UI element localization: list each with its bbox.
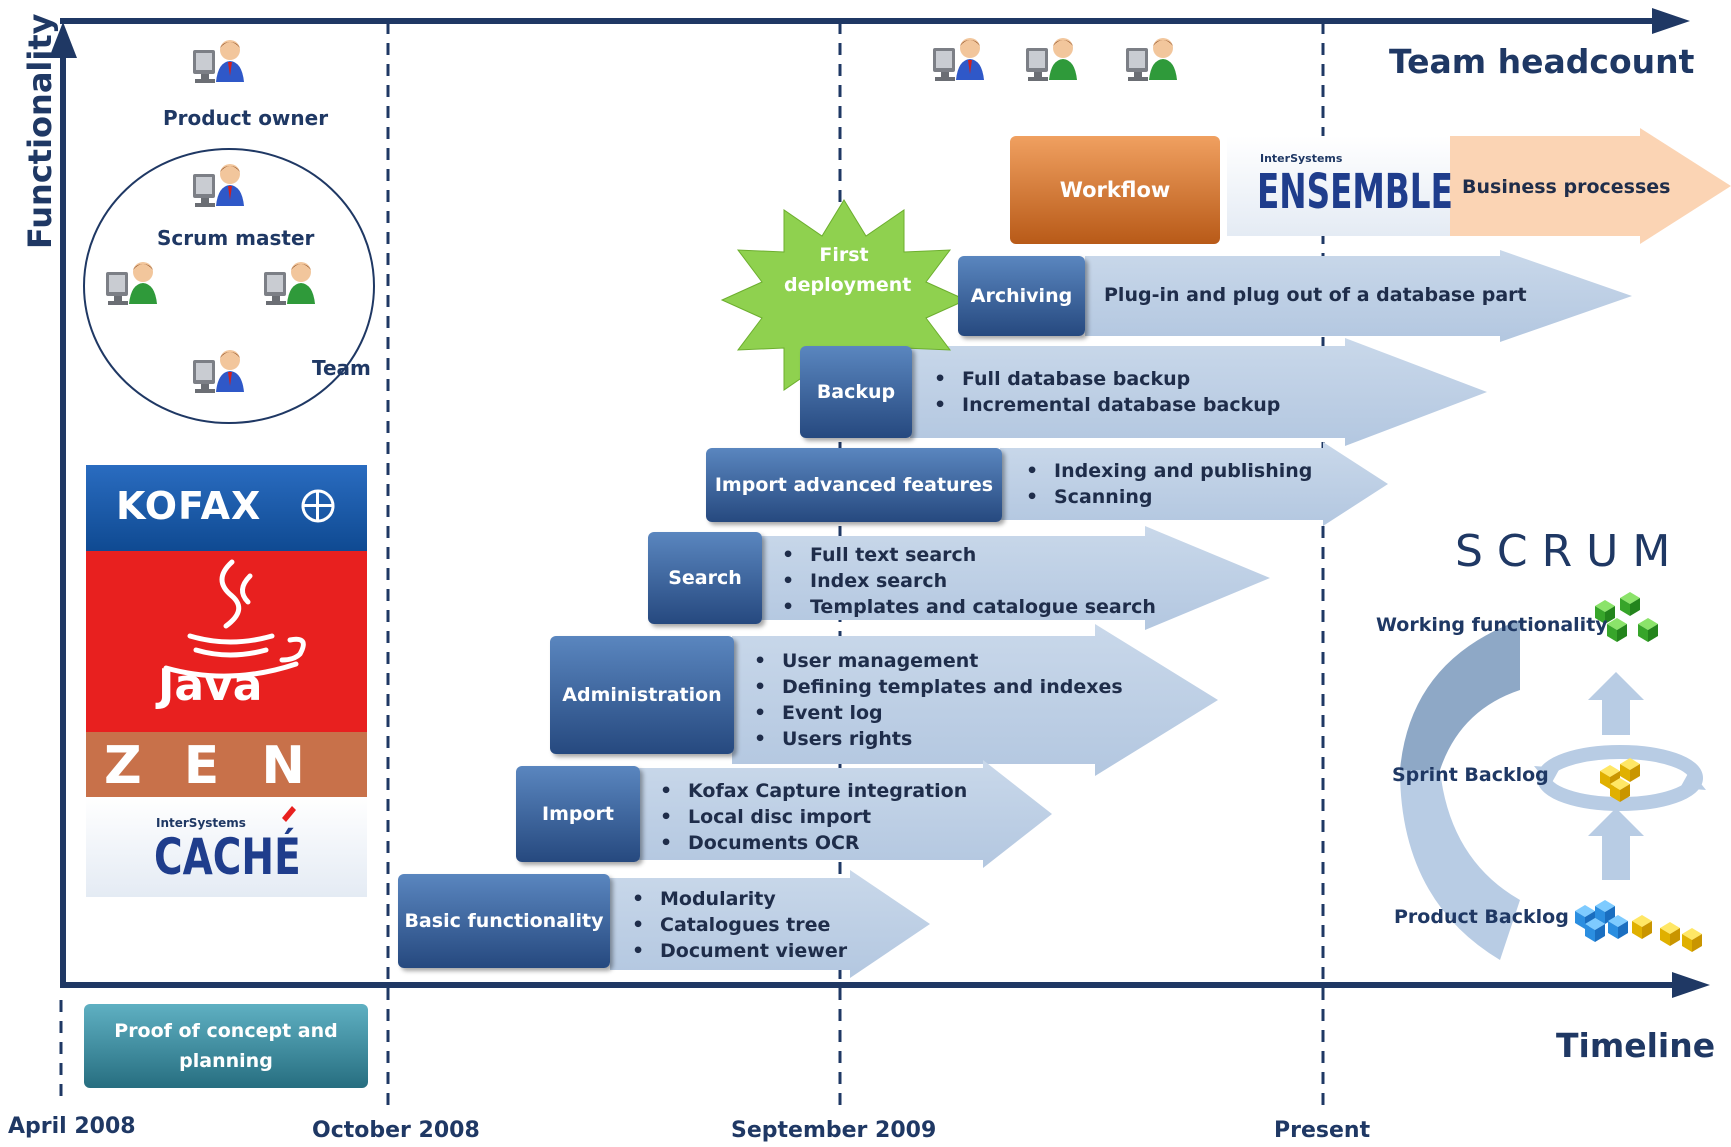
backup-box: Backup [800, 346, 912, 438]
administration-box: Administration [550, 636, 734, 754]
scrum-title: S C R U M [1455, 526, 1671, 577]
list-item: Templates and catalogue search [778, 594, 1156, 620]
cache-brand-text: InterSystems [156, 816, 246, 830]
kofax-globe-icon [301, 489, 335, 523]
cubes [1575, 592, 1702, 952]
ensemble-brand-text: InterSystems [1260, 152, 1343, 165]
java-logo-text: Java [158, 660, 263, 711]
list-item: Index search [778, 568, 1156, 594]
import-list: Kofax Capture integration Local disc imp… [656, 778, 967, 856]
team-member-icon [193, 350, 244, 393]
scrum-master-icon [193, 164, 244, 207]
list-item: Full text search [778, 542, 1156, 568]
scrum-product-label: Product Backlog [1394, 906, 1569, 928]
scrum-master-label: Scrum master [157, 226, 315, 250]
product-cube-icon [1632, 915, 1652, 939]
scrum-up-arrow-2 [1588, 808, 1644, 880]
ensemble-logo [1227, 136, 1450, 236]
list-item: Modularity [628, 886, 847, 912]
archiving-desc: Plug-in and plug out of a database part [1104, 284, 1527, 306]
list-item: Full database backup [930, 366, 1280, 392]
product-cube-icon [1660, 922, 1680, 946]
product-owner-label: Product owner [163, 106, 329, 130]
team-headcount-label: Team headcount [1389, 42, 1695, 81]
list-item: Incremental database backup [930, 392, 1280, 418]
kofax-logo-text: KOFAX [116, 484, 262, 528]
archiving-arrow [1085, 250, 1632, 342]
import-advanced-list: Indexing and publishing Scanning [1022, 458, 1312, 510]
proof-of-concept-label: Proof of concept and planning [114, 1020, 338, 1072]
cache-logo-text: CACHÉ [154, 828, 301, 886]
first-deployment-label: First deployment [784, 244, 912, 296]
team-member-icon [264, 262, 315, 305]
scrum-sprint-label: Sprint Backlog [1392, 764, 1549, 786]
import-advanced-box: Import advanced features [706, 448, 1002, 522]
workflow-box [1010, 136, 1220, 244]
basic-functionality-list: Modularity Catalogues tree Document view… [628, 886, 847, 964]
headcount-person-icon [933, 38, 984, 81]
scrum-up-arrow-1 [1588, 672, 1644, 735]
list-item: Documents OCR [656, 830, 967, 856]
zen-logo-text: Z E N [104, 736, 317, 796]
team-circle [83, 148, 375, 424]
headcount-person-icon [1126, 38, 1177, 81]
team-member-icon [106, 262, 157, 305]
java-cup-icon [163, 559, 306, 679]
import-box: Import [516, 766, 640, 862]
list-item: Indexing and publishing [1022, 458, 1312, 484]
timeline-markers [59, 22, 1325, 1105]
backup-list: Full database backup Incremental databas… [930, 366, 1280, 418]
x-axis-label: Timeline [1556, 1026, 1716, 1065]
date-april-2008: April 2008 [8, 1114, 136, 1139]
date-october-2008: October 2008 [312, 1118, 480, 1143]
y-axis-label: Functionality [21, 13, 59, 249]
scrum-down-arrow [1400, 770, 1520, 960]
list-item: Local disc import [656, 804, 967, 830]
axes [49, 8, 1710, 998]
product-owner-icon [193, 40, 244, 83]
list-item: Document viewer [628, 938, 847, 964]
headcount-person-icon [1026, 38, 1077, 81]
list-item: Catalogues tree [628, 912, 847, 938]
scrum-working-label: Working functionality [1376, 614, 1608, 636]
list-item: Scanning [1022, 484, 1312, 510]
list-item: Event log [750, 700, 1123, 726]
administration-list: User management Defining templates and i… [750, 648, 1123, 752]
proof-of-concept-box [84, 1004, 368, 1088]
workflow-desc: Business processes [1462, 176, 1671, 198]
workflow-arrow [1450, 128, 1731, 244]
kofax-logo [86, 465, 367, 551]
archiving-box: Archiving [958, 256, 1085, 336]
workflow-label: Workflow [1059, 178, 1171, 202]
tech-stack [86, 465, 367, 897]
product-cube-icon [1682, 928, 1702, 952]
list-item: Defining templates and indexes [750, 674, 1123, 700]
list-item: Users rights [750, 726, 1123, 752]
sprint-cube-icon [1620, 758, 1640, 782]
working-cube-icon [1607, 618, 1627, 642]
basic-functionality-box: Basic functionality [398, 874, 610, 968]
team-label: Team [312, 356, 371, 380]
list-item: User management [750, 648, 1123, 674]
date-september-2009: September 2009 [731, 1118, 937, 1143]
working-cube-icon [1620, 592, 1640, 616]
search-list: Full text search Index search Templates … [778, 542, 1156, 620]
ensemble-logo-text: ENSEMBLE [1257, 164, 1453, 220]
search-box: Search [648, 532, 762, 624]
scrum-cycle-arrow [1400, 620, 1520, 770]
scrum-cycle [1400, 620, 1706, 960]
cache-logo [86, 797, 367, 897]
date-present: Present [1274, 1118, 1371, 1143]
working-cube-icon [1638, 618, 1658, 642]
cache-accent-icon [282, 806, 296, 822]
list-item: Kofax Capture integration [656, 778, 967, 804]
zen-logo [86, 732, 367, 797]
